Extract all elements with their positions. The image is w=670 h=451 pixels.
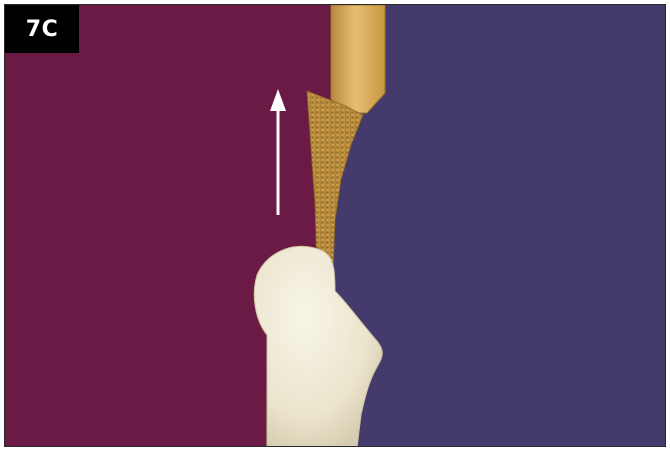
instrument-handle bbox=[331, 5, 385, 113]
figure-frame: 7C bbox=[4, 4, 666, 447]
figure-label-badge: 7C bbox=[5, 5, 79, 53]
surgical-illustration bbox=[5, 5, 666, 447]
